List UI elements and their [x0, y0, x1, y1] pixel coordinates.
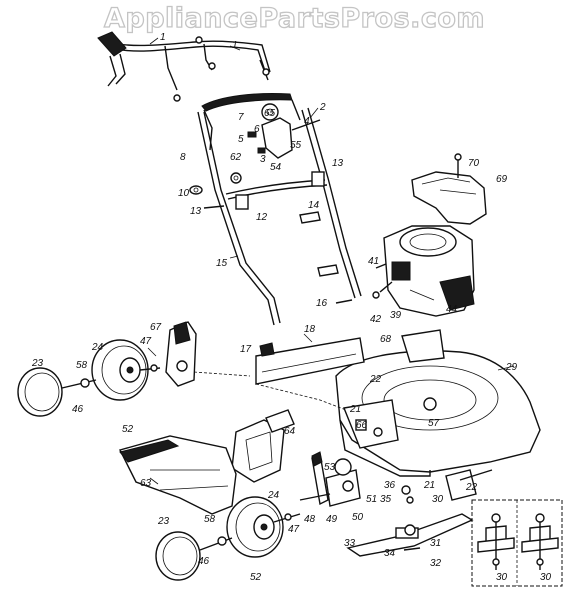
callout-65: 65	[264, 108, 276, 119]
callout-24a: 24	[91, 342, 104, 353]
callout-18: 18	[304, 324, 316, 335]
callout-3: 3	[260, 154, 266, 165]
callout-35: 35	[380, 494, 392, 505]
callout-47b: 47	[288, 524, 300, 535]
trailing-shield	[343, 399, 399, 449]
engine	[383, 225, 475, 317]
callout-6: 6	[254, 124, 260, 135]
mower-deck	[335, 329, 541, 477]
wheel-height-adjuster	[165, 321, 251, 387]
callout-46b: 46	[198, 556, 210, 567]
lower-handle	[197, 107, 362, 326]
callout-33: 33	[344, 538, 356, 549]
callout-51: 51	[366, 494, 377, 505]
callout-12: 12	[256, 212, 268, 223]
callout-24b: 24	[267, 490, 280, 501]
upper-handle	[107, 40, 271, 91]
callout-39: 39	[390, 310, 402, 321]
watermark: AppliancePartsPros.com	[104, 3, 485, 34]
callout-44: 44	[446, 304, 458, 315]
callout-13a: 13	[332, 158, 344, 169]
front-wheel-bottom	[226, 496, 301, 558]
rear-wheel-top	[91, 339, 161, 401]
grass-catcher	[118, 435, 237, 515]
callout-62: 62	[230, 152, 242, 163]
leader-lines	[147, 37, 515, 485]
callout-49: 49	[326, 514, 338, 525]
callout-55: 55	[290, 140, 302, 151]
callout-46a: 46	[72, 404, 84, 415]
callout-13b: 13	[190, 206, 202, 217]
callout-42: 42	[370, 314, 382, 325]
callout-32: 32	[430, 558, 442, 569]
callout-22b: 22	[465, 482, 478, 493]
callout-8: 8	[180, 152, 186, 163]
callout-1: 1	[160, 32, 166, 43]
callout-15: 15	[216, 258, 228, 269]
chute-deflector	[231, 409, 295, 483]
callout-54: 54	[270, 162, 282, 173]
callout-1b: 1	[232, 40, 238, 51]
handle-knobs	[189, 172, 353, 304]
hubcap-top	[17, 367, 97, 417]
callout-66: 66	[356, 420, 368, 431]
callout-68: 68	[380, 334, 392, 345]
hubcap-bottom	[155, 531, 233, 581]
callout-14: 14	[308, 200, 320, 211]
callout-34: 34	[384, 548, 396, 559]
callout-57: 57	[428, 418, 440, 429]
callout-21a: 21	[349, 404, 361, 415]
engine-cover	[411, 153, 487, 225]
callout-67: 67	[150, 322, 162, 333]
callout-21b: 21	[423, 480, 435, 491]
callout-4: 4	[304, 116, 310, 127]
part-callouts: 1 1 2 3 4 5 6 7 8 10 12 13 13 14 15 16 1…	[31, 32, 552, 583]
engine-bolts	[372, 263, 393, 299]
callout-41: 41	[368, 256, 379, 267]
callout-52a: 52	[122, 424, 134, 435]
callout-10: 10	[178, 188, 190, 199]
handle-grip	[97, 31, 127, 87]
callout-30b: 30	[496, 572, 508, 583]
callout-50: 50	[352, 512, 364, 523]
callout-23a: 23	[31, 358, 44, 369]
callout-7: 7	[238, 112, 244, 123]
callout-58b: 58	[204, 514, 216, 525]
inset-adapter-views	[471, 499, 563, 587]
callout-36: 36	[384, 480, 396, 491]
callout-17: 17	[240, 344, 252, 355]
callout-30c: 30	[540, 572, 552, 583]
callout-23b: 23	[157, 516, 170, 527]
callout-48: 48	[304, 514, 316, 525]
callout-53: 53	[324, 462, 336, 473]
callout-63: 63	[140, 478, 152, 489]
callout-16: 16	[316, 298, 328, 309]
callout-29: 29	[505, 362, 518, 373]
callout-31: 31	[430, 538, 441, 549]
callout-22a: 22	[369, 374, 382, 385]
front-axle-assembly	[299, 451, 361, 507]
callout-64: 64	[284, 426, 296, 437]
callout-69: 69	[496, 174, 508, 185]
callout-47a: 47	[140, 336, 152, 347]
rear-baffle	[255, 337, 365, 411]
callout-70: 70	[468, 158, 480, 169]
callout-52b: 52	[250, 572, 262, 583]
callout-2: 2	[319, 102, 326, 113]
callout-5: 5	[238, 134, 244, 145]
upper-handle-brackets	[173, 36, 270, 102]
callout-30a: 30	[432, 494, 444, 505]
callout-58a: 58	[76, 360, 88, 371]
blade-adapter	[445, 469, 493, 501]
